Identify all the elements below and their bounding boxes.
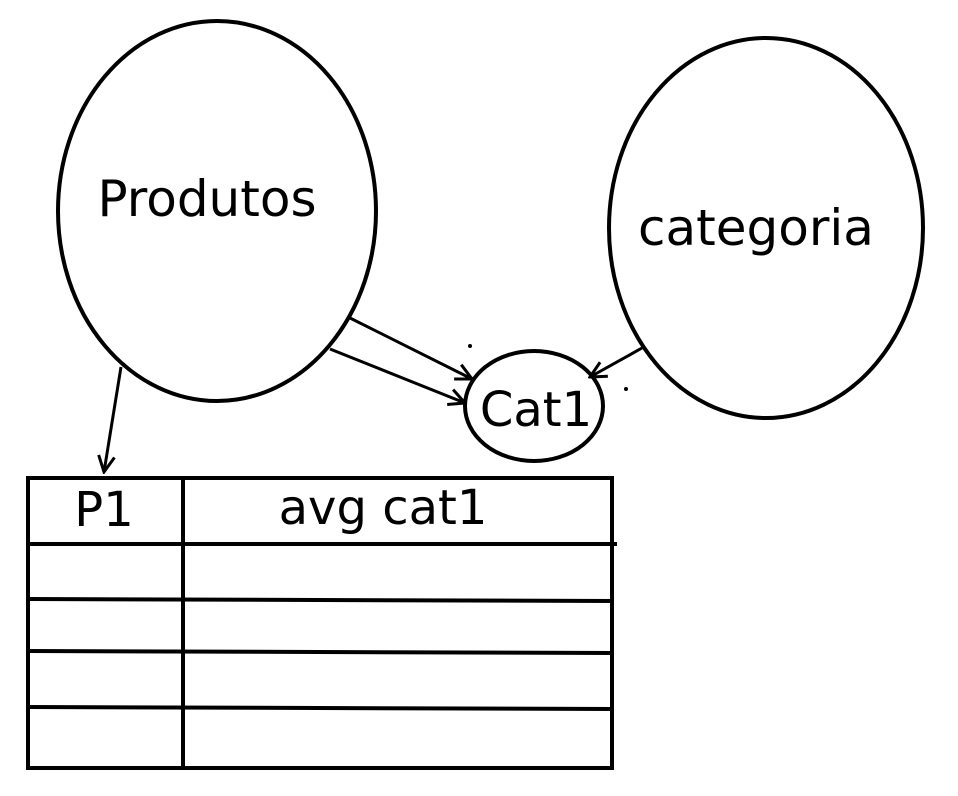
categoria-node: categoria: [607, 36, 925, 420]
produtos-ellipse: [56, 19, 378, 403]
cat1-ellipse: [463, 349, 605, 463]
categoria-ellipse: [607, 36, 925, 420]
produtos-label: Produtos: [98, 170, 317, 228]
table-row-divider: [27, 705, 615, 711]
arrow-produtos-to-cat1-upper: [349, 316, 472, 379]
cat1-node: Cat1: [463, 349, 605, 463]
stray-dot: [624, 387, 628, 391]
arrow-categoria-to-cat1: [590, 346, 643, 377]
categoria-label: categoria: [638, 199, 874, 257]
stray-dot: [468, 344, 472, 348]
table-header-p1: P1: [74, 482, 133, 538]
table-row-divider: [27, 649, 615, 655]
table-header-avg-cat1: avg cat1: [279, 480, 488, 536]
table-row-divider: [27, 597, 615, 603]
arrow-produtos-to-table: [104, 366, 123, 472]
produtos-node: Produtos: [56, 19, 378, 403]
arrow-produtos-to-cat1-lower: [329, 347, 465, 403]
result-table: P1 avg cat1: [26, 476, 617, 770]
table-border: [26, 476, 614, 770]
cat1-label: Cat1: [480, 382, 592, 438]
